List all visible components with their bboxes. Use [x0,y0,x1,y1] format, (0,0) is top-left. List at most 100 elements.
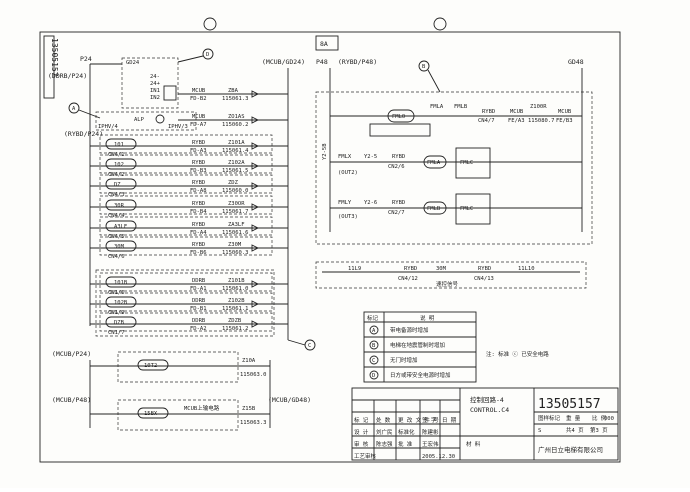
rc-fe-b3: FE/B3 [556,118,573,124]
row-signal: Z102A [228,160,245,166]
row-ref: 115061.3 [222,96,249,102]
row-pin: FD-A4 [190,230,207,236]
bus-rybd-p48: (RYBD/P48) [338,58,377,66]
title-scale-2: 重 量 [566,414,581,422]
title-en: CONTROL.C4 [470,406,509,414]
row-mcub: DDRB [192,298,206,304]
legend-mark: C [372,358,375,364]
earthquake-group [315,91,593,245]
row-pin: FD-A7 [190,122,207,128]
row-arrow [251,244,260,252]
callout-d-label: D [206,52,209,58]
rc-y25: Y2-5 [364,154,377,160]
bottom-signal: Z15B [242,406,256,412]
rc-coil-c-label: FMLC [460,160,473,166]
rc-rybd2: RYBD [392,154,405,160]
device-conn: CN1/7 [108,330,125,336]
rc-fmlb: FMLB [454,104,468,110]
title-scale-value: S [538,428,541,434]
tb-column: 签 字 [422,416,437,424]
drawing-no-vertical: 13505157 [50,38,59,77]
row-signal: ZO1AS [228,114,245,120]
legend-head-desc: 说 明 [420,314,435,322]
binder-hole-left [203,17,217,31]
row-mcub: RYBD [192,201,205,207]
row-arrow [251,90,260,98]
sheet-marker-box [315,35,339,51]
legend-mark: D [372,373,375,379]
bottom-device: 10T2 [144,363,157,369]
bottom-signal: Z10A [242,358,256,364]
rc-y26: Y2-6 [364,200,377,206]
callout-a-label: A [72,106,76,112]
row-arrow [251,203,260,211]
row-mcub: MCUB [192,114,206,120]
tb-role: 批 准 [398,440,413,448]
rc-fmlx: FMLX [338,154,352,160]
vertical-y25b: Y2-5B [322,143,328,160]
speed-left: 11L9 [348,266,361,272]
rc-coil-b [423,201,447,215]
rc-fe-a3: FE/A3 [508,118,525,124]
row-pin: FD-A3 [190,148,207,154]
device-label: DZ [114,182,121,188]
speed-right: 11L10 [518,266,535,272]
row-mcub: MCUB [192,88,206,94]
bottom-coil [137,359,169,371]
row-pin: FD-A2 [190,326,207,332]
row-signal: ZA3LF [228,222,245,228]
alp-coil [155,114,165,124]
rc-mcub2: MCUB [558,109,572,115]
tb-signer: 陈建彬 [422,428,439,436]
row-ref: 115061.0 [222,286,249,292]
title-scale-3: 比 例 [592,414,607,422]
device-label: 30M [114,244,125,250]
row-mcub: RYBD [192,222,205,228]
device-label: 102 [114,162,124,168]
bus-p48: P48 [316,58,328,66]
legend-text: 无门时增加 [390,356,418,364]
row-signal: Z101A [228,140,245,146]
device-label: DZB [114,320,125,326]
row-ref: 115061.7 [222,209,249,215]
row-pin: FD-B3 [190,168,207,174]
rc-fmla: FMLA [430,104,444,110]
bottom-group-1 [117,351,239,383]
sheet-border [39,31,621,463]
rc-coil-a [423,155,447,169]
row-mcub: RYBD [192,242,205,248]
gd24-pin-3: IN1 [150,88,160,94]
rc-fmlo-coil [387,109,415,123]
rc-rybd: RYBD [482,109,495,115]
device-label: 30R [114,203,125,209]
callout-c-label: C [308,343,311,349]
bus-mcub-gd48: (MCUB/GD48) [268,396,311,404]
rc-top-diode-box [369,123,431,137]
rc-coil-c-box [455,147,491,179]
left-rows: MCUBFD-B2ZBA115061.3MCUBFD-A7ZO1AS115060… [90,88,288,336]
row-ref: 115060.3 [222,250,249,256]
row-signal: Z102B [228,298,245,304]
row-ref: 115060.2 [222,122,249,128]
sheet-marker: 8A [320,40,328,48]
row-pin: FD-B1 [190,306,207,312]
title-page-total: 共4 页 [566,426,584,434]
gd24-relay [163,85,177,101]
row-arrow [251,320,260,328]
row-mcub: DDRB [192,278,206,284]
rc-ref: 115080.7 [528,118,555,124]
rc-rybd3: RYBD [392,200,405,206]
legend-mark-circle [369,325,379,335]
legend-mark: A [372,328,376,334]
rc-cn27: CN2/7 [388,210,405,216]
bottom-label: MCUB上输电路 [184,404,220,412]
device-coil [105,316,137,328]
